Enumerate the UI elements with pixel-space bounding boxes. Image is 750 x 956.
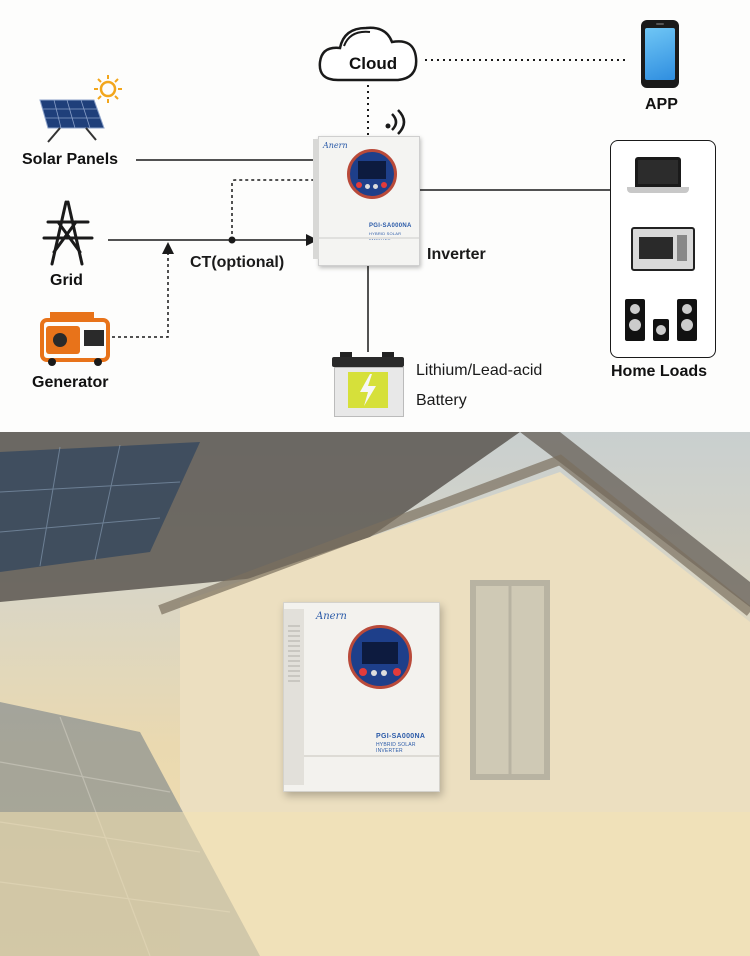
battery-label-line1: Lithium/Lead-acid (416, 362, 543, 379)
laptop-icon (635, 157, 681, 187)
ct-node (228, 236, 236, 244)
phone-icon (641, 20, 679, 88)
cloud-label: Cloud (349, 54, 398, 73)
inverter-label: Inverter (427, 246, 486, 263)
grid-label: Grid (50, 272, 83, 289)
system-diagram: Cloud APP Solar Panels (0, 0, 750, 432)
photo-inverter-model: PGI-SA000NA (376, 733, 426, 740)
inverter-brand: Anern (323, 141, 348, 150)
photo-inverter-subtitle: HYBRID SOLAR INVERTER (376, 742, 416, 754)
generator-arrow (162, 242, 174, 254)
home-loads-label: Home Loads (611, 363, 708, 380)
inverter-display (347, 149, 397, 199)
home-loads-box (610, 140, 716, 358)
ct-link (231, 179, 318, 240)
solar-panels-label: Solar Panels (22, 151, 119, 168)
photo-inverter-brand: Anern (316, 611, 347, 622)
photo-inverter-device: Anern PGI-SA000NA HYBRID SOLAR INVERTER (283, 602, 440, 792)
photo-inverter-display (348, 625, 412, 689)
grid-arrow (306, 234, 318, 246)
inverter-subtitle: HYBRID SOLAR INVERTER (369, 231, 402, 241)
battery-icon (332, 352, 404, 417)
inverter-model: PGI-SA000NA (369, 223, 412, 229)
microwave-icon (631, 227, 695, 271)
connection-lines (108, 59, 625, 352)
ct-label: CT(optional) (190, 254, 285, 271)
generator-label: Generator (32, 374, 109, 391)
generator-link (112, 252, 169, 338)
house-scene (0, 432, 750, 956)
app-label: APP (645, 96, 678, 113)
inverter-device: Anern PGI-SA000NA HYBRID SOLAR INVERTER (313, 136, 420, 266)
house-photo: Anern PGI-SA000NA HYBRID SOLAR INVERTER (0, 432, 750, 956)
battery-label-line2: Battery (416, 392, 467, 409)
